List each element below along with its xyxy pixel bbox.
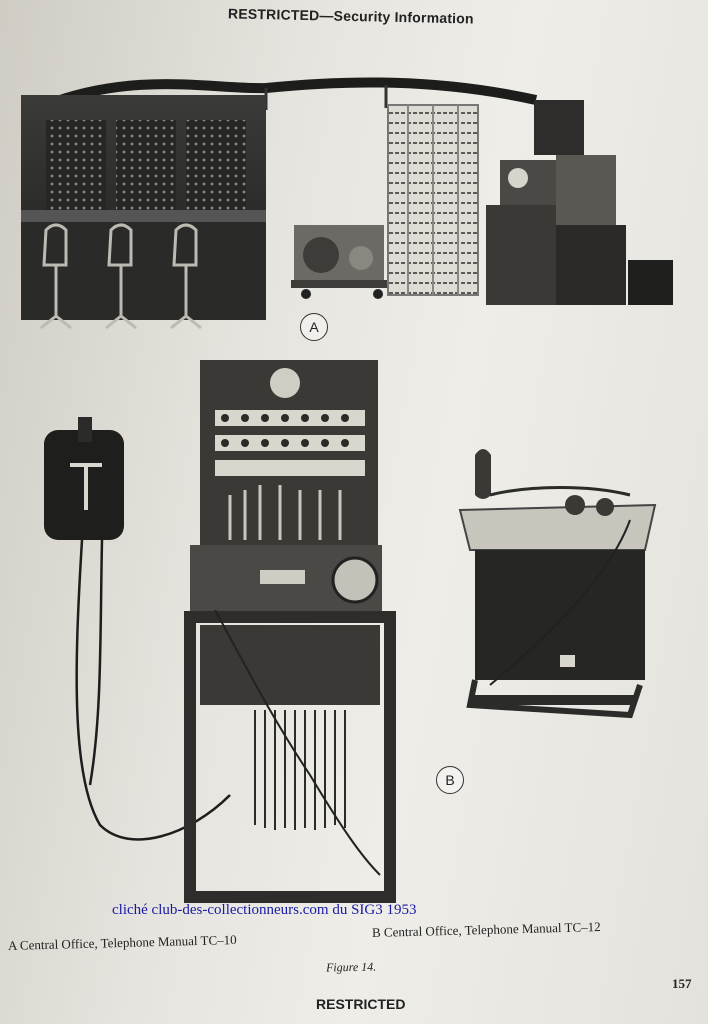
page-number: 157: [672, 976, 692, 991]
photo-credit: cliché club-des-collectionneurs.com du S…: [112, 902, 417, 918]
caption-b: B Central Office, Telephone Manual TC–12: [371, 919, 601, 940]
photo-central-office-tc12: [44, 360, 657, 903]
page-header: RESTRICTED—Security Information: [227, 5, 474, 27]
page-footer: RESTRICTED: [316, 996, 406, 1012]
figure-caption: Figure 14.: [325, 959, 377, 975]
figure-label-b: B: [436, 766, 464, 794]
caption-a: A Central Office, Telephone Manual TC–10: [7, 932, 237, 953]
figure-label-a: A: [300, 313, 328, 341]
photo-central-office-tc10: [21, 77, 673, 330]
